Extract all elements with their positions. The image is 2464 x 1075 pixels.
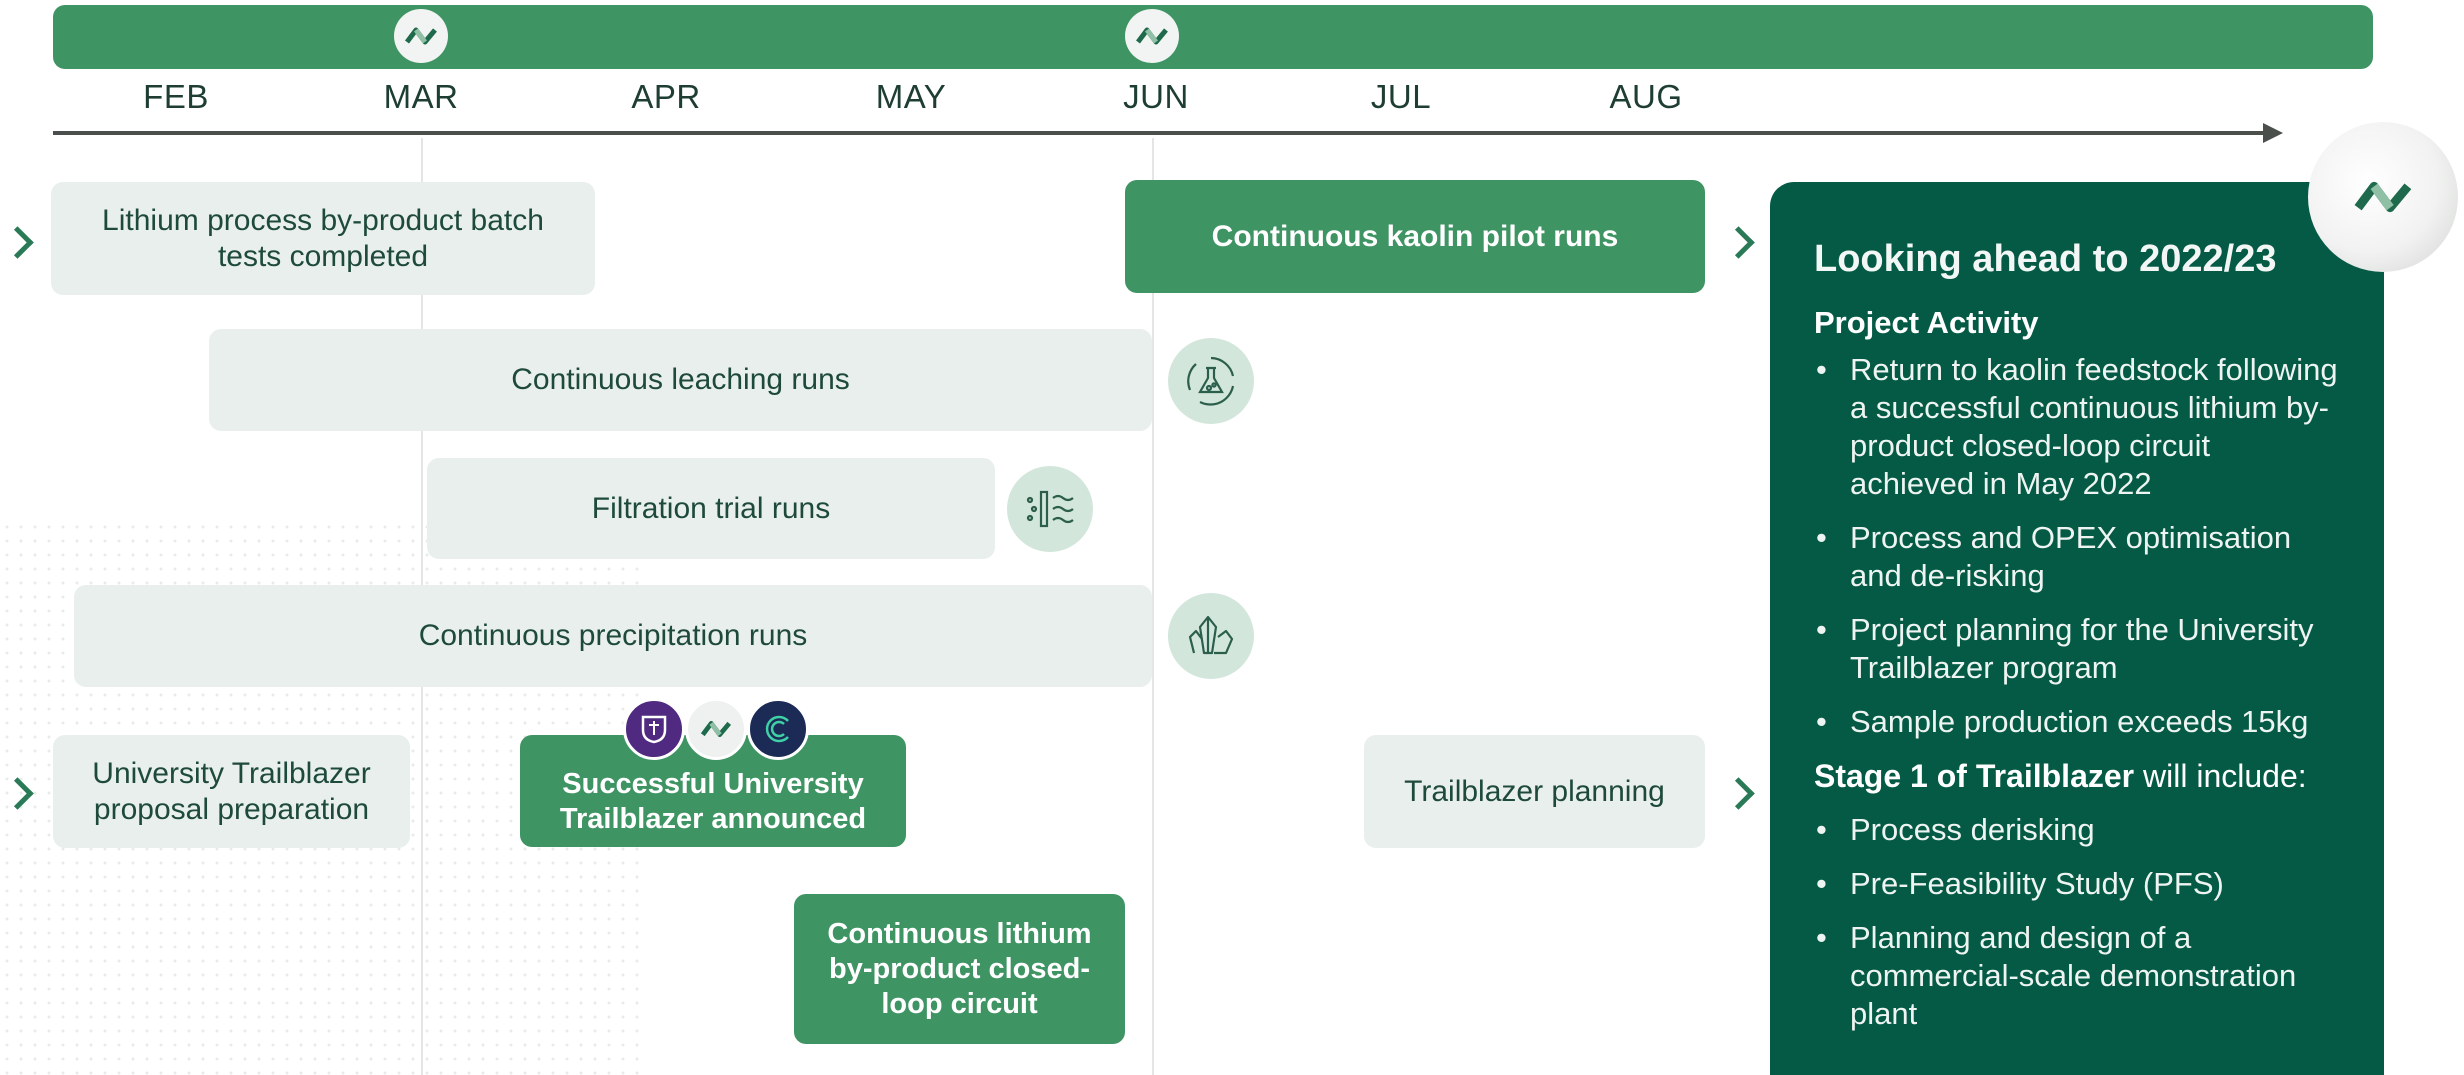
mineral-sample-logo-icon (2308, 122, 2458, 272)
bar-trailblazer-announced: Successful University Trailblazer announ… (520, 735, 906, 847)
bar-filtration-trials: Filtration trial runs (427, 458, 995, 559)
stage-heading-rest: will include: (2134, 758, 2307, 794)
circle-c-logo-icon (747, 698, 809, 760)
panel-subtitle: Project Activity (1814, 305, 2039, 340)
flask-cycle-icon (1168, 338, 1254, 424)
timeline-axis (53, 131, 2275, 135)
chevron-right-icon (1722, 226, 1755, 259)
looking-ahead-panel: Looking ahead to 2022/23 Project Activit… (1770, 182, 2384, 1075)
stage-item: Planning and design of a commercial-scal… (1814, 919, 2340, 1033)
month-label-aug: AUG (1609, 78, 1683, 115)
company-logo-icon (1125, 9, 1179, 63)
stage-heading-bold: Stage 1 of Trailblazer (1814, 758, 2135, 794)
month-label-mar: MAR (383, 78, 459, 115)
company-logo-icon (685, 698, 747, 760)
activity-item: Return to kaolin feedstock following a s… (1814, 351, 2340, 503)
chevron-right-icon (1, 226, 34, 259)
filtration-icon (1007, 466, 1093, 552)
bar-kaolin-pilot-runs: Continuous kaolin pilot runs (1125, 180, 1705, 293)
crystal-icon (1168, 593, 1254, 679)
bar-continuous-leaching: Continuous leaching runs (209, 329, 1152, 431)
guide-line-jun (1152, 138, 1154, 1075)
month-label-apr: APR (631, 78, 701, 115)
chevron-right-icon (1722, 777, 1755, 810)
stage-item: Pre-Feasibility Study (PFS) (1814, 865, 2340, 903)
month-label-feb: FEB (143, 78, 209, 115)
month-label-jul: JUL (1370, 78, 1432, 115)
activity-item: Project planning for the University Trai… (1814, 611, 2340, 687)
stage-heading: Stage 1 of Trailblazer will include: (1814, 757, 2340, 795)
axis-arrowhead (2263, 123, 2283, 143)
month-label-may: MAY (875, 78, 947, 115)
bar-trailblazer-planning: Trailblazer planning (1364, 735, 1705, 848)
activity-item: Sample production exceeds 15kg (1814, 703, 2340, 741)
panel-title: Looking ahead to 2022/23 (1814, 238, 2277, 280)
bar-trailblazer-proposal: University Trailblazer proposal preparat… (53, 735, 410, 848)
stage-item: Process derisking (1814, 811, 2340, 849)
activity-list: Return to kaolin feedstock following a s… (1814, 351, 2340, 741)
bar-lithium-batch-tests: Lithium process by-product batch tests c… (51, 182, 595, 295)
university-crest-icon (623, 698, 685, 760)
activity-item: Process and OPEX optimisation and de-ris… (1814, 519, 2340, 595)
company-logo-icon (394, 9, 448, 63)
bar-closed-loop-circuit: Continuous lithium by-product closed-loo… (794, 894, 1125, 1044)
bar-continuous-precipitation: Continuous precipitation runs (74, 585, 1152, 687)
month-label-jun: JUN (1123, 78, 1189, 115)
stage-list: Process derisking Pre-Feasibility Study … (1814, 811, 2340, 1033)
